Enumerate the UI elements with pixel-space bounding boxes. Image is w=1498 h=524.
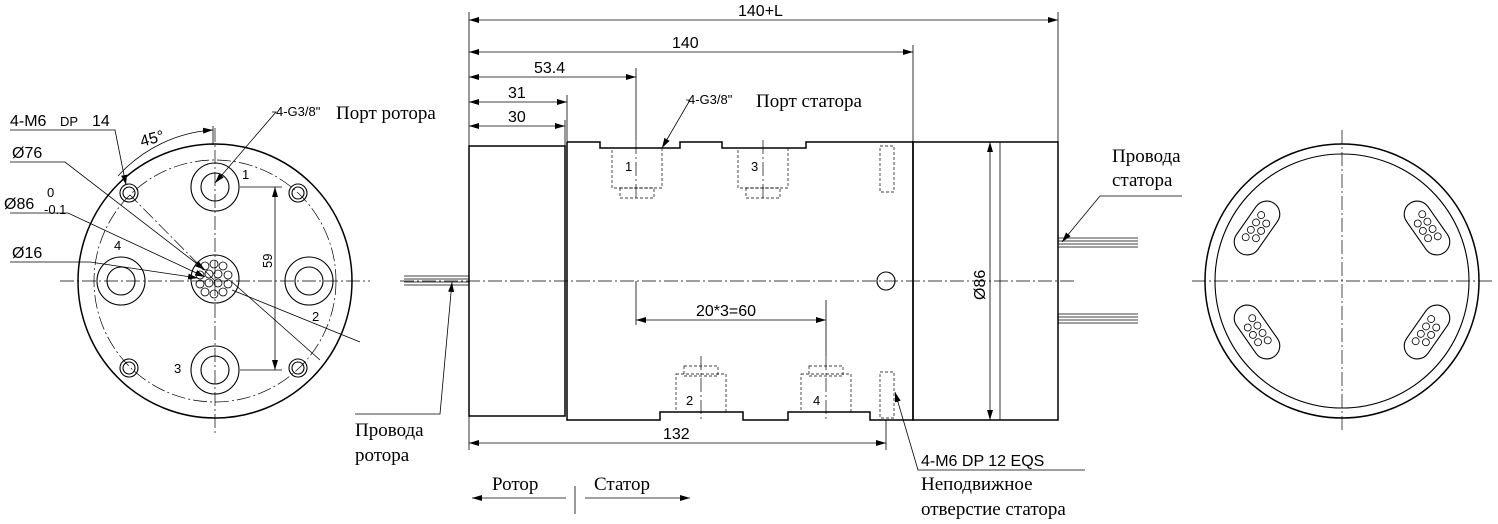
port-label-2: 2 bbox=[686, 393, 693, 408]
stator-label: Статор bbox=[594, 474, 650, 495]
dim-59: 59 bbox=[260, 254, 275, 268]
dia16-label: Ø16 bbox=[12, 245, 42, 262]
m6-dp: DP bbox=[60, 114, 78, 129]
stator-port-text: Порт статора bbox=[756, 91, 862, 112]
dim-30: 30 bbox=[508, 109, 526, 126]
fix-hole-line2: отверстие статора bbox=[921, 499, 1066, 520]
right-end-view bbox=[1192, 130, 1492, 430]
port-num-4: 4 bbox=[114, 238, 121, 253]
dim-140: 140 bbox=[672, 35, 699, 52]
port-label-3: 3 bbox=[751, 159, 758, 174]
port-num-1: 1 bbox=[242, 167, 249, 182]
stator-wires-line2: статора bbox=[1112, 170, 1173, 191]
side-view: 1 3 2 4 140+L 140 53.4 31 30 20*3=60 132… bbox=[355, 3, 1182, 520]
rotor-port-code: 4-G3/8" bbox=[276, 104, 321, 119]
dim-pitch: 20*3=60 bbox=[696, 303, 756, 320]
fix-hole-line1: Неподвижное bbox=[921, 474, 1033, 495]
rotor-label: Ротор bbox=[492, 474, 538, 495]
dia86-tol-low: -0.1 bbox=[44, 202, 66, 217]
fix-hole-code: 4-M6 DP 12 EQS bbox=[921, 453, 1044, 470]
dia86-tol-up: 0 bbox=[47, 185, 54, 200]
dim-132: 132 bbox=[663, 426, 690, 443]
port-label-1: 1 bbox=[625, 159, 632, 174]
stator-port-code: 4-G3/8" bbox=[688, 92, 733, 107]
dim-dia86: Ø86 bbox=[972, 270, 989, 300]
m6-depth: 14 bbox=[92, 113, 110, 130]
dim-total: 140+L bbox=[738, 3, 783, 20]
port-num-2: 2 bbox=[312, 309, 319, 324]
port-num-3: 3 bbox=[174, 361, 181, 376]
dia76-label: Ø76 bbox=[12, 145, 42, 162]
dia86-label: Ø86 bbox=[4, 196, 34, 213]
dim-31: 31 bbox=[508, 85, 526, 102]
rotor-wires-line2: ротора bbox=[355, 445, 410, 466]
angle-45: 45° bbox=[138, 128, 166, 151]
rotor-port-text: Порт ротора bbox=[336, 103, 436, 124]
m6-label: 4-M6 bbox=[10, 113, 47, 130]
port-label-4: 4 bbox=[813, 393, 820, 408]
left-end-view: 59 45° 4-M6 DP 14 Ø76 Ø86 0 -0.1 Ø16 1 2… bbox=[4, 103, 436, 435]
stator-wires-line1: Провода bbox=[1112, 146, 1181, 167]
rotor-wires-line1: Провода bbox=[355, 420, 424, 441]
dim-53: 53.4 bbox=[534, 60, 565, 77]
